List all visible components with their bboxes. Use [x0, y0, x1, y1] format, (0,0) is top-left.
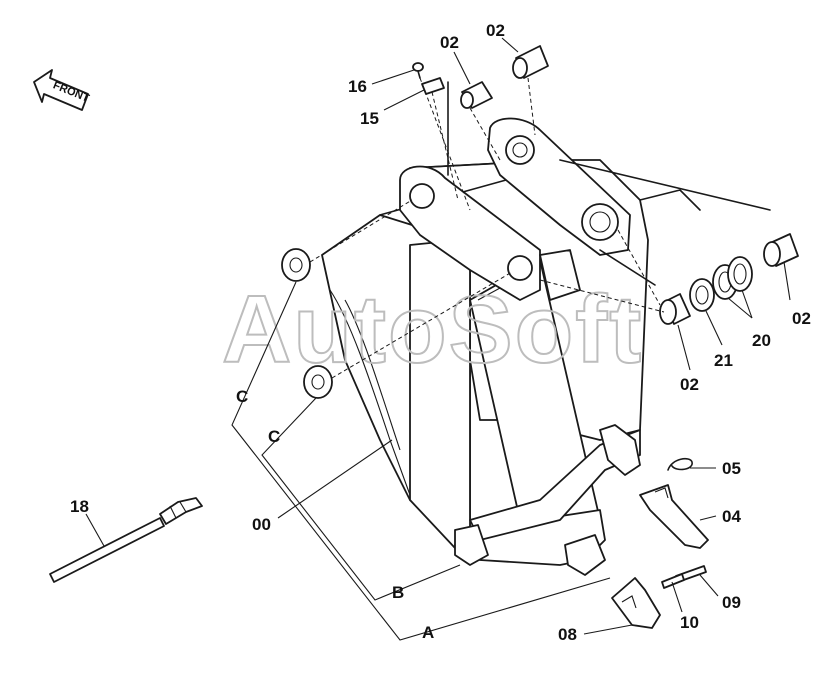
- pin-part-10: [661, 573, 685, 589]
- label-part-02-top-left: 02: [440, 33, 459, 52]
- assembly-line: [639, 189, 701, 211]
- label-part-02-bottom: 02: [680, 375, 699, 394]
- front-arrow-icon: FRONT: [33, 69, 91, 111]
- bolt-part-16: [412, 62, 424, 79]
- leader-line: [419, 77, 471, 211]
- label-part-02-right: 02: [792, 309, 811, 328]
- label-leaders: [85, 37, 791, 635]
- label-section-c-lower: C: [268, 427, 280, 446]
- pin-part-18: [49, 497, 203, 583]
- bushing-part-02-far-right: [763, 233, 799, 267]
- bushing-part-02-top-right: [512, 45, 549, 79]
- bushing-part-02-top-left: [460, 81, 493, 109]
- label-part-02-top-right: 02: [486, 21, 505, 40]
- leader-line: [527, 77, 536, 136]
- assembly-line: [559, 159, 771, 211]
- section-brackets: [231, 281, 611, 641]
- bushing-part-02-right-lower: [659, 293, 691, 325]
- label-part-05: 05: [722, 459, 741, 478]
- section-labels: C C B A: [236, 387, 434, 642]
- label-section-a: A: [422, 623, 434, 642]
- label-section-c-upper: C: [236, 387, 248, 406]
- label-part-00: 00: [252, 515, 271, 534]
- leader-line: [617, 229, 661, 306]
- shim-part-20: [712, 256, 753, 300]
- tooth-part-08: [611, 577, 661, 629]
- lock-plate-part-15: [421, 77, 445, 95]
- tooth-part-04: [639, 484, 709, 549]
- label-part-04: 04: [722, 507, 741, 526]
- label-part-10: 10: [680, 613, 699, 632]
- label-part-18: 18: [70, 497, 89, 516]
- label-part-15: 15: [360, 109, 379, 128]
- label-part-09: 09: [722, 593, 741, 612]
- leader-line: [469, 107, 501, 161]
- label-part-16: 16: [348, 77, 367, 96]
- watermark-text: AutoSoft: [222, 276, 643, 383]
- label-section-b: B: [392, 583, 404, 602]
- bushing-c-upper: [281, 248, 311, 282]
- shim-part-21: [689, 278, 715, 312]
- bucket-ears: [399, 117, 631, 301]
- label-part-20: 20: [752, 331, 771, 350]
- label-part-21: 21: [714, 351, 733, 370]
- part-labels: 16 15 02 02 02 20 21 02 05 04 09 10 08 1…: [70, 21, 811, 644]
- label-part-08: 08: [558, 625, 577, 644]
- leader-line: [309, 199, 413, 263]
- bushing-c-lower: [303, 365, 333, 399]
- leader-line: [431, 91, 459, 201]
- pin-part-05: [667, 457, 693, 471]
- leader-line: [539, 279, 665, 313]
